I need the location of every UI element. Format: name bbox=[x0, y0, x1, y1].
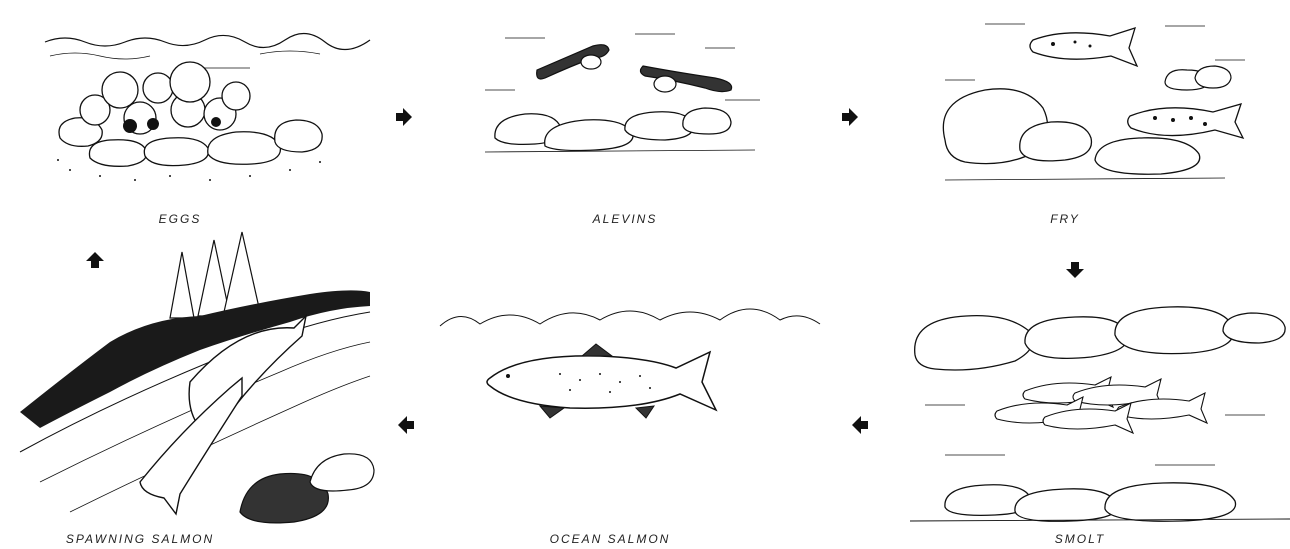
smolt-illustration bbox=[905, 295, 1290, 525]
fry-panel bbox=[925, 20, 1265, 195]
fry-label: FRY bbox=[1030, 212, 1100, 226]
spawning-salmon-label: SPAWNING SALMON bbox=[30, 532, 250, 546]
arrow-left-icon bbox=[852, 416, 868, 434]
smolt-label: SMOLT bbox=[1040, 532, 1120, 546]
ocean-salmon-label: OCEAN SALMON bbox=[525, 532, 695, 546]
arrow-right-icon bbox=[842, 108, 858, 126]
alevins-panel bbox=[475, 30, 775, 180]
arrow-left-icon bbox=[398, 416, 414, 434]
arrow-up-icon bbox=[86, 252, 104, 268]
arrow-down-icon bbox=[1066, 262, 1084, 278]
alevins-label: ALEVINS bbox=[570, 212, 680, 226]
fry-illustration bbox=[925, 20, 1265, 195]
alevins-illustration bbox=[475, 30, 775, 180]
spawning-salmon-panel bbox=[10, 232, 380, 532]
eggs-illustration bbox=[40, 30, 380, 200]
ocean-salmon-panel bbox=[440, 290, 820, 430]
ocean-salmon-illustration bbox=[440, 290, 820, 430]
eggs-panel bbox=[40, 30, 380, 200]
spawning-salmon-illustration bbox=[10, 232, 380, 532]
eggs-label: EGGS bbox=[140, 212, 220, 226]
smolt-panel bbox=[905, 295, 1290, 525]
arrow-right-icon bbox=[396, 108, 412, 126]
